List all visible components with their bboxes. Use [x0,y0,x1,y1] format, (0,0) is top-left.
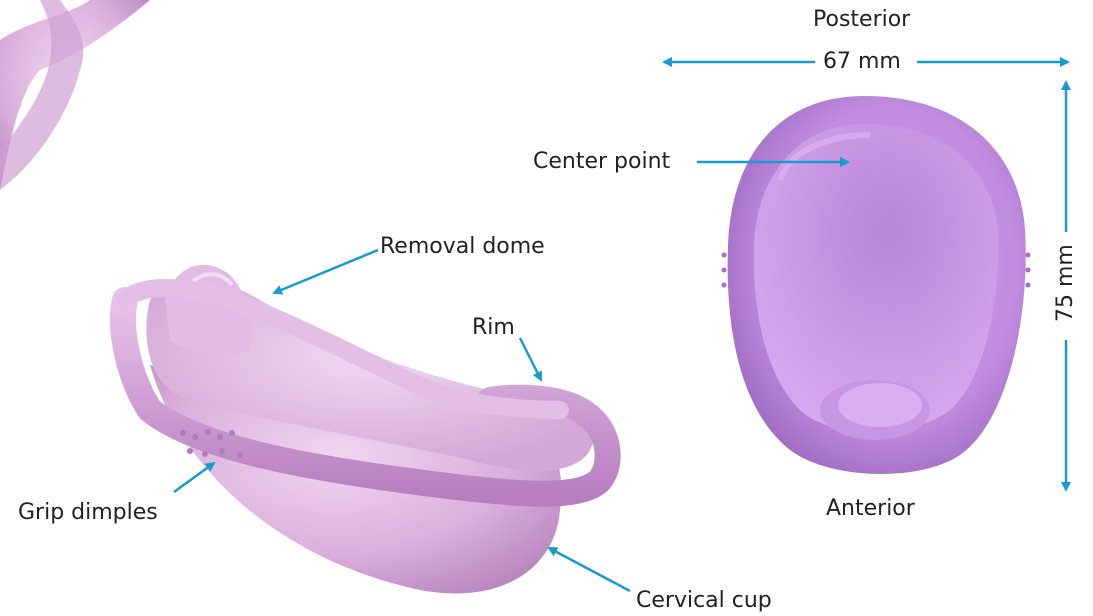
removal-dome-label: Removal dome [380,236,545,258]
cropped-device-fragment [0,0,150,190]
posterior-label: Posterior [813,9,910,31]
center-point-label: Center point [533,151,670,173]
top-view-device [722,96,1031,474]
width-measurement-label: 67 mm [823,51,901,73]
removal-dome-arrow [274,250,378,293]
cervical-cup-label: Cervical cup [636,590,772,612]
rim-arrow [520,338,541,380]
height-measurement-label: 75 mm [1055,250,1077,322]
grip-dimples-arrow [174,463,214,492]
grip-dimples-label: Grip dimples [18,502,158,524]
rim-label: Rim [472,317,515,339]
side-view-device [123,265,608,594]
anterior-label: Anterior [826,498,915,520]
cervical-cup-arrow [549,548,630,591]
